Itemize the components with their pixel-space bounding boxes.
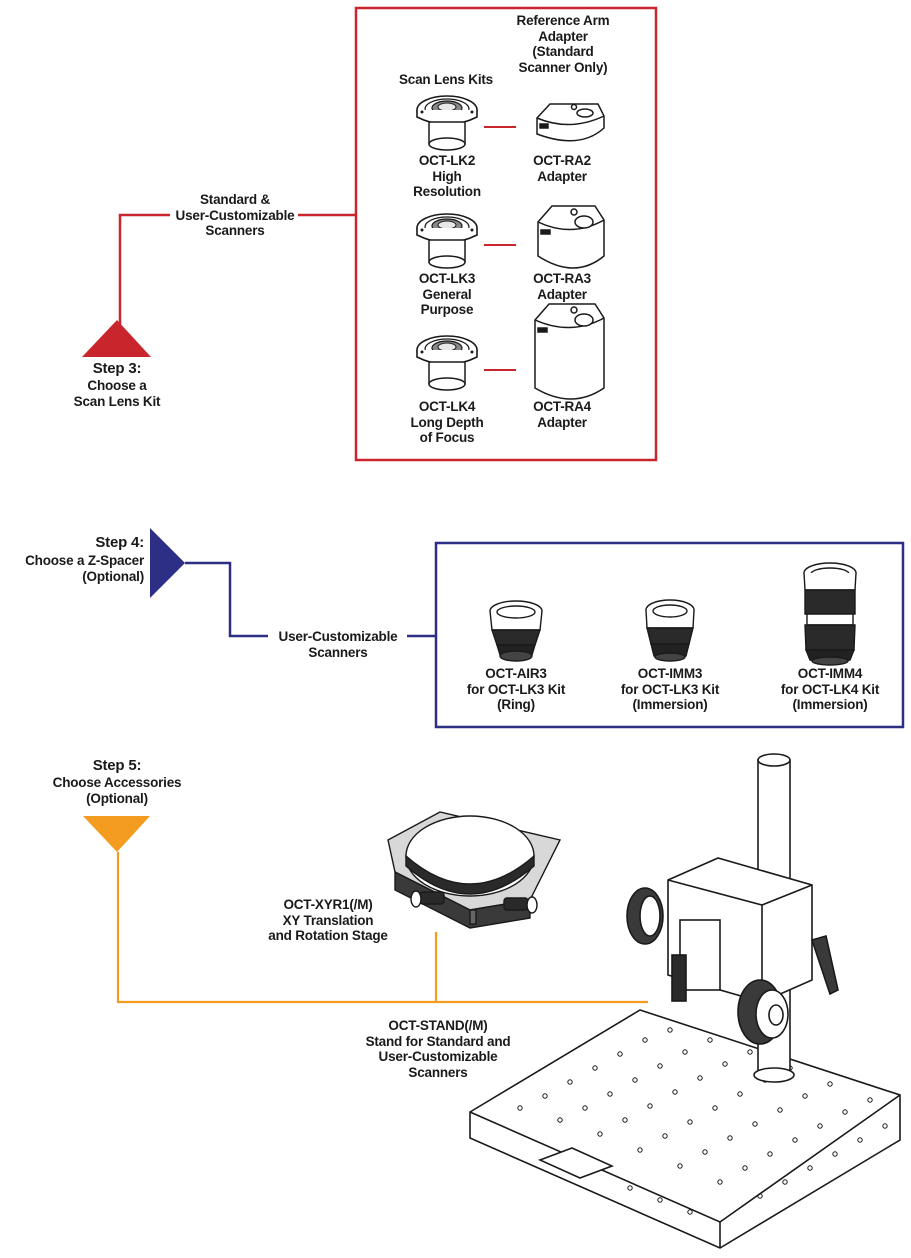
oct-lk4-lens-kit-icon <box>416 335 478 391</box>
step5-triangle-icon <box>83 816 150 852</box>
oct-imm3-spacer-icon <box>645 599 695 662</box>
oct-xyr1-label: OCT-XYR1(/M) XY Translation and Rotation… <box>268 897 388 943</box>
oct-air3-spacer-icon <box>489 600 543 662</box>
step3-scanner-label: Standard & User-Customizable Scanners <box>175 192 295 238</box>
oct-lk2-label: OCT-LK2 High Resolution <box>413 153 481 199</box>
oct-ra2-adapter-icon <box>536 103 605 142</box>
oct-ra4-label: OCT-RA4 Adapter <box>533 399 591 430</box>
step4-triangle-icon <box>150 528 185 598</box>
oct-imm3-label: OCT-IMM3 for OCT-LK3 Kit (Immersion) <box>620 666 720 712</box>
step4-connector <box>185 561 268 638</box>
oct-ra3-adapter-icon <box>537 205 605 269</box>
oct-stand-label: OCT-STAND(/M) Stand for Standard and Use… <box>365 1018 511 1080</box>
step4-frame <box>434 541 905 729</box>
oct-xyr1-stage-icon <box>387 811 562 929</box>
oct-lk3-label: OCT-LK3 General Purpose <box>418 271 476 317</box>
step4-scanner-label: User-Customizable Scanners <box>278 629 398 660</box>
step5-subtitle: Choose Accessories (Optional) <box>52 775 182 806</box>
scan-lens-kits-header: Scan Lens Kits <box>399 72 493 87</box>
step5-connector <box>116 852 648 1004</box>
oct-ra3-label: OCT-RA3 Adapter <box>533 271 591 302</box>
oct-lk3-lens-kit-icon <box>416 213 478 269</box>
step3-connector <box>118 213 170 348</box>
oct-stand-icon <box>469 753 901 1249</box>
step3-subtitle: Choose a Scan Lens Kit <box>73 378 161 409</box>
step3-triangle-icon <box>82 320 151 357</box>
oct-lk2-lens-kit-icon <box>416 95 478 151</box>
oct-air3-label: OCT-AIR3 for OCT-LK3 Kit (Ring) <box>466 666 566 712</box>
oct-lk4-label: OCT-LK4 Long Depth of Focus <box>410 399 484 445</box>
oct-ra4-adapter-icon <box>534 303 605 400</box>
reference-arm-adapter-header: Reference Arm Adapter (Standard Scanner … <box>516 13 610 75</box>
step3-frame <box>354 6 658 462</box>
oct-ra2-label: OCT-RA2 Adapter <box>533 153 591 184</box>
step3-title: Step 3: <box>92 360 142 377</box>
step4-title: Step 4: <box>95 534 144 551</box>
oct-imm4-spacer-icon <box>803 562 857 666</box>
step4-subtitle: Choose a Z-Spacer (Optional) <box>25 553 144 584</box>
step5-title: Step 5: <box>92 757 142 774</box>
oct-imm4-label: OCT-IMM4 for OCT-LK4 Kit (Immersion) <box>780 666 880 712</box>
